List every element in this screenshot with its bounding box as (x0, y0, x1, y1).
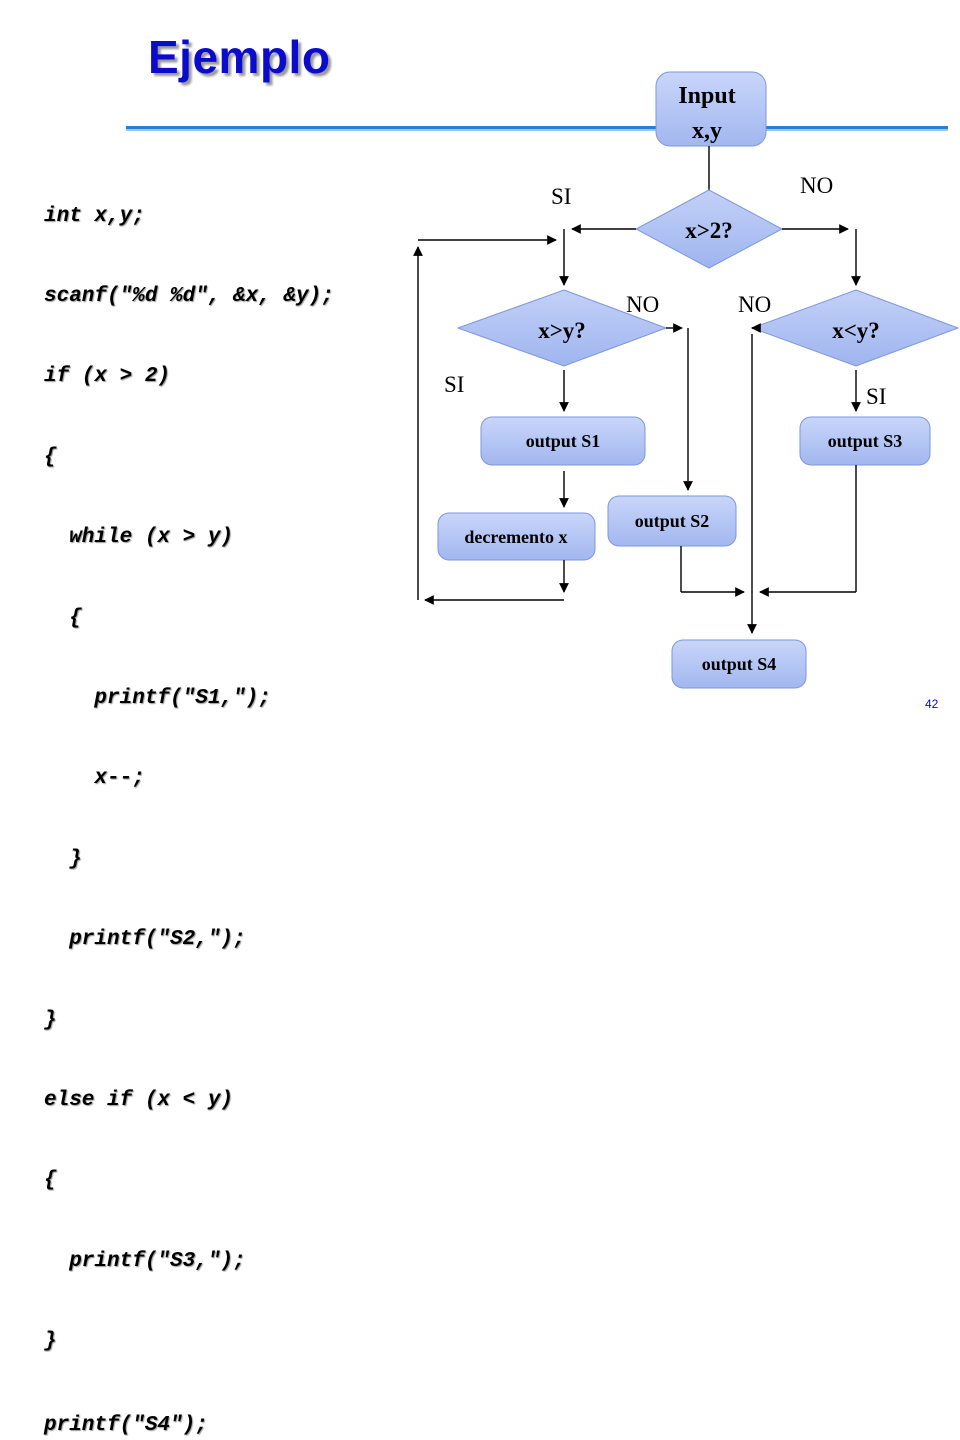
code-line: { (44, 445, 57, 469)
decision-x-lt-y (750, 289, 960, 367)
code-line: printf("S1,"); (44, 686, 271, 710)
output-s2-box (607, 495, 737, 547)
code-line: } (44, 847, 82, 871)
decision-x-gt-2-label: x>2? (685, 218, 733, 243)
input-label-line2: x,y (692, 118, 722, 144)
output-s3-box (799, 416, 931, 466)
output-s1-box (480, 416, 646, 466)
decrement-box (437, 512, 596, 561)
output-s4-label: output S4 (702, 654, 777, 674)
input-label-line1: Input (678, 83, 735, 109)
output-s4-box (671, 639, 807, 689)
code-line: } (44, 1008, 57, 1032)
label-no-top: NO (800, 173, 833, 198)
flowchart-diagram: Input x,y x>2? SI NO x>y? x<y? NO NO SI … (126, 71, 960, 689)
code-line: { (44, 606, 82, 630)
page-number: 42 (925, 697, 939, 711)
decision-x-lt-y-label: x<y? (832, 318, 880, 343)
code-line: printf("S3,"); (44, 1249, 246, 1273)
slide-title: Ejemplo (148, 31, 331, 83)
decision-x-gt-y-label: x>y? (538, 318, 586, 343)
code-line: scanf("%d %d", &x, &y); (44, 284, 334, 308)
code-line: else if (x < y) (44, 1088, 234, 1112)
code-line: printf("S2,"); (44, 928, 246, 952)
code-line: } (44, 1330, 57, 1354)
label-si-xgty: SI (444, 372, 464, 397)
decrement-label: decremento x (464, 527, 567, 547)
title-divider-shadow (126, 129, 948, 131)
code-line: x--; (44, 767, 145, 791)
code-line: { (44, 1169, 57, 1193)
output-s3-label: output S3 (828, 431, 903, 451)
decision-x-gt-2 (634, 189, 784, 269)
input-box (655, 71, 767, 147)
label-no-xlty: NO (738, 292, 771, 317)
title-divider (126, 126, 948, 129)
label-no-xgty: NO (626, 292, 659, 317)
code-line: while (x > y) (44, 526, 234, 550)
code-line: printf("S4"); (44, 1414, 208, 1438)
label-si-xlty: SI (866, 384, 886, 409)
output-s2-label: output S2 (635, 511, 710, 531)
code-line: if (x > 2) (44, 365, 171, 389)
output-s1-label: output S1 (526, 431, 601, 451)
decision-x-gt-y (456, 289, 668, 367)
code-line: int x,y; (44, 204, 145, 228)
label-si-top: SI (551, 184, 571, 209)
